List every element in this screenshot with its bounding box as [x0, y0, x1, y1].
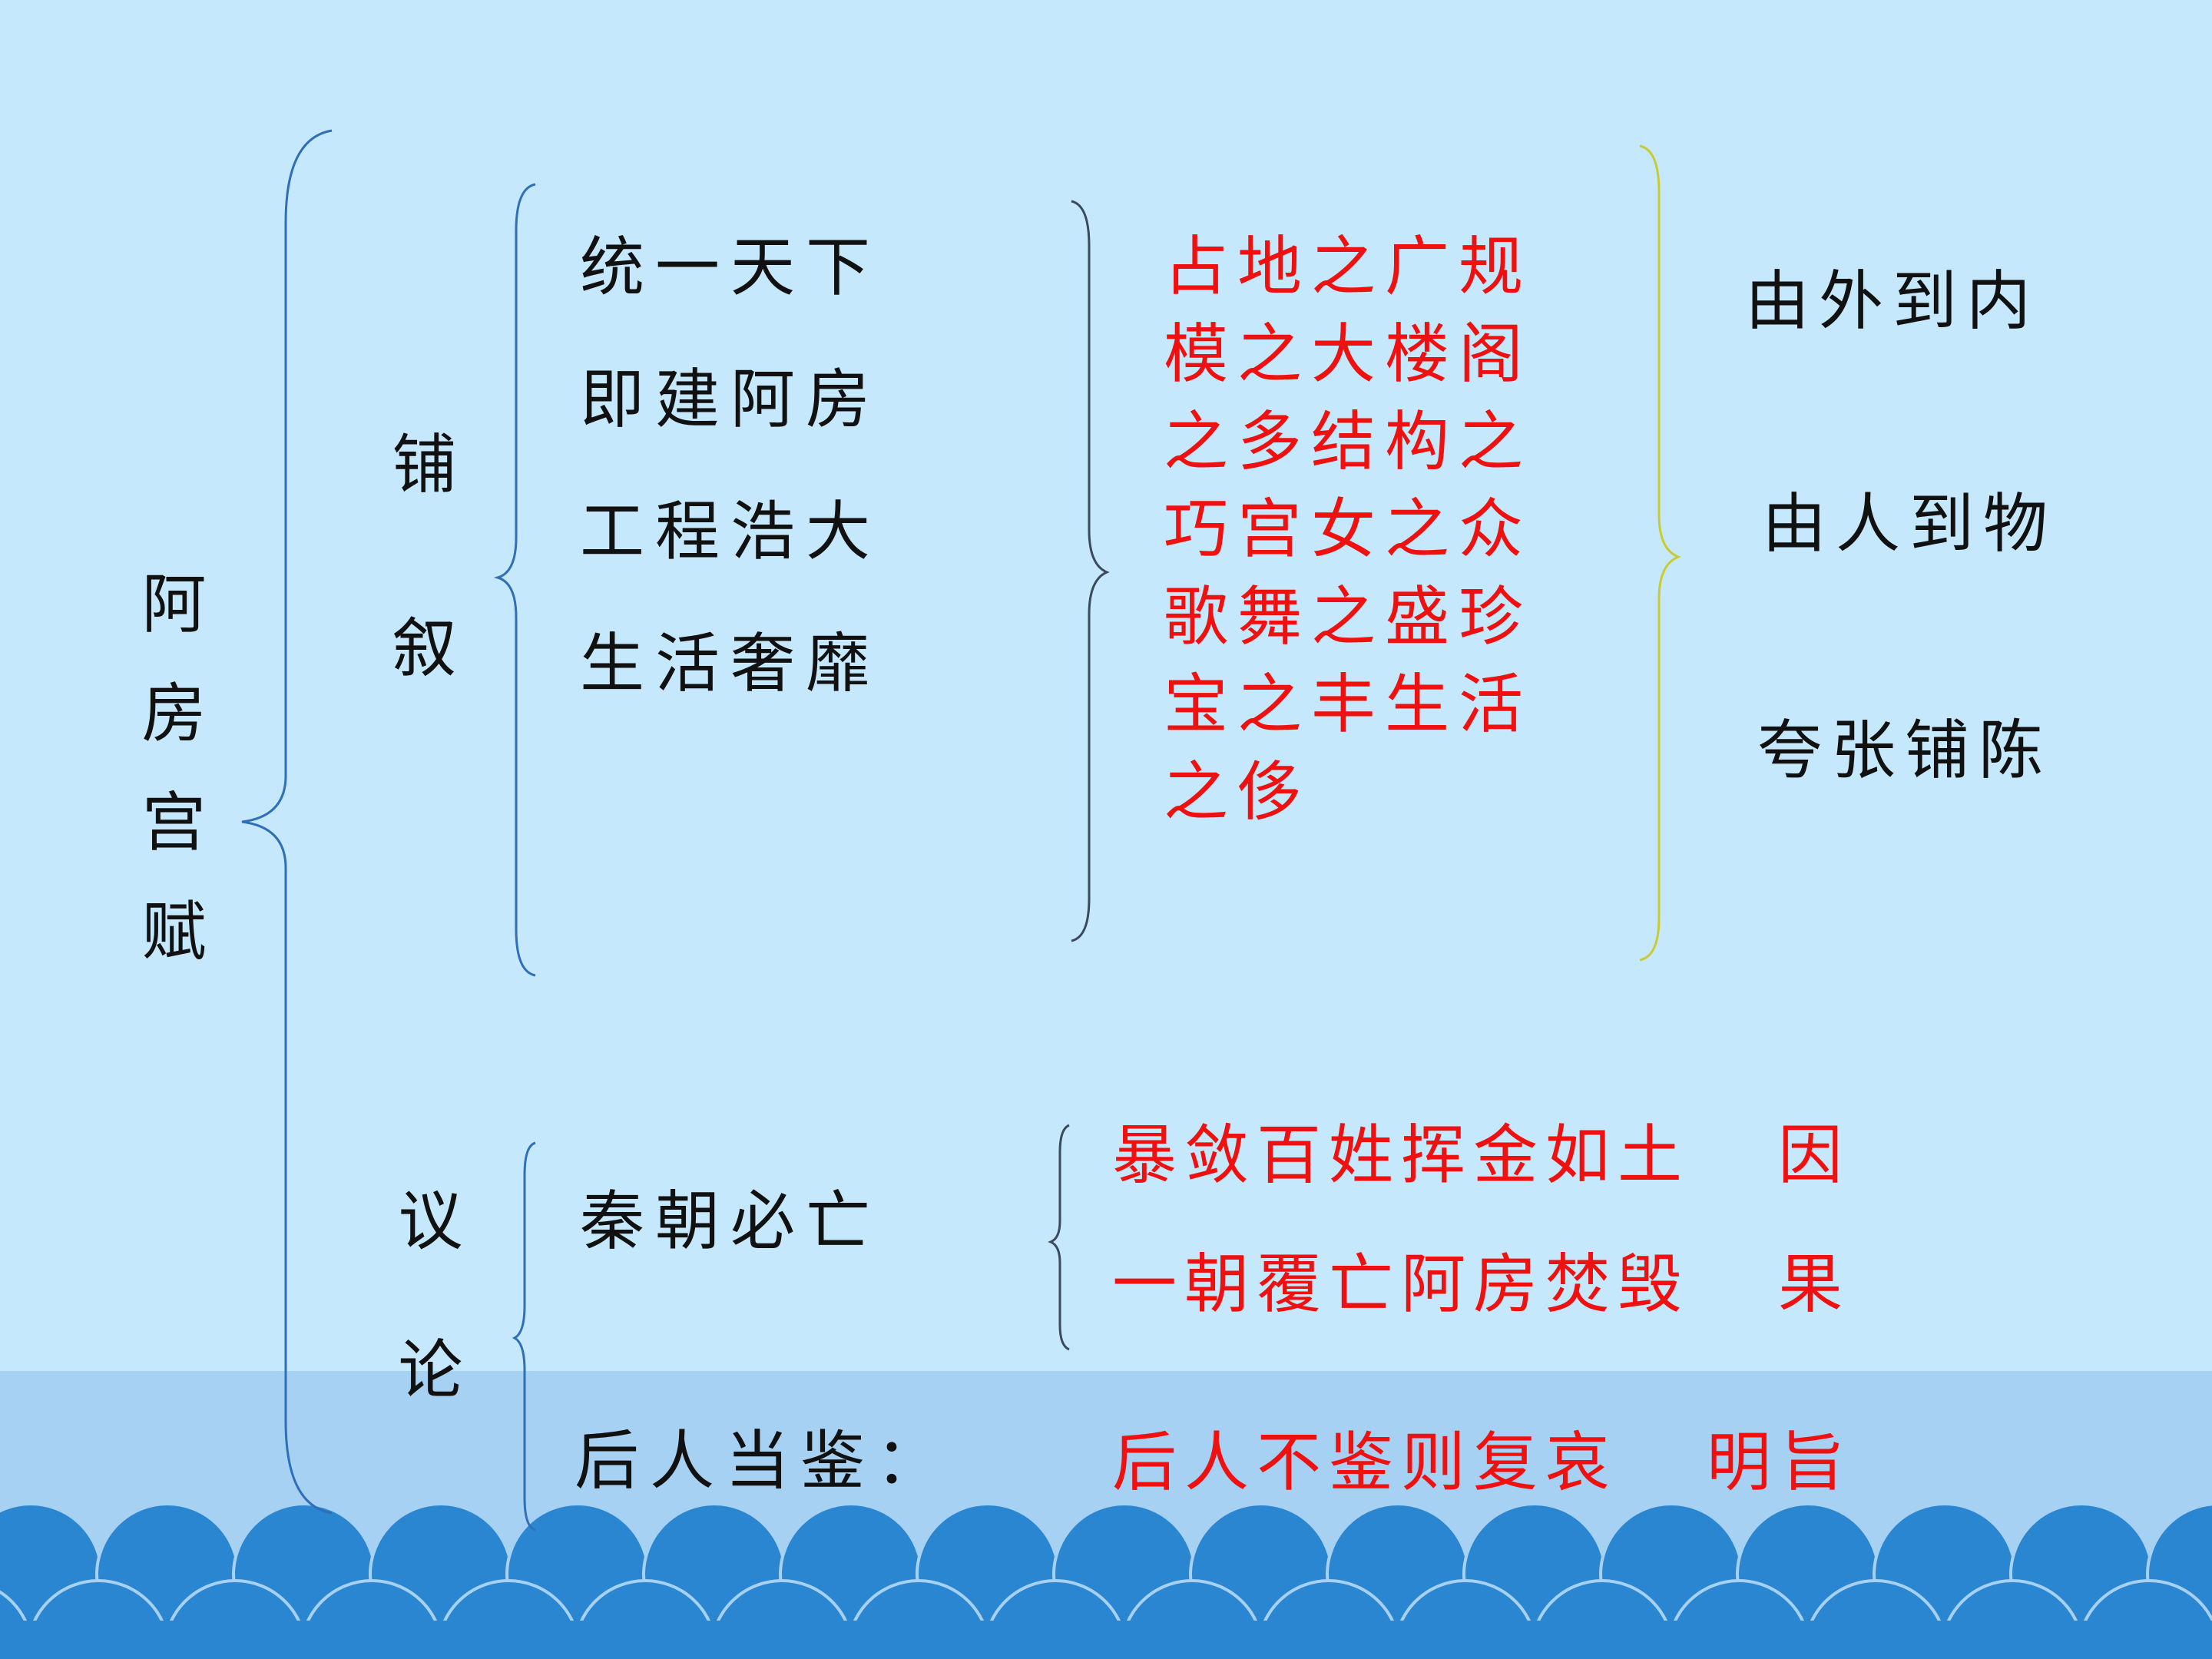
argument-qin-fall: 秦朝必亡 — [580, 1184, 882, 1259]
title: 阿房宫赋 — [131, 570, 207, 1006]
narration-point: 即建阿房 — [580, 362, 882, 437]
narration-point: 生活奢靡 — [580, 626, 882, 701]
order-bracket — [1639, 144, 1682, 962]
theme-tag: 明旨 — [1707, 1425, 1855, 1500]
effect-text: 一朝覆亡阿房焚毁 — [1112, 1247, 1690, 1322]
cause-text: 暴敛百姓挥金如土 — [1112, 1118, 1690, 1193]
cause-effect-bracket — [1048, 1124, 1070, 1351]
narration-points: 统一天下 即建阿房 工程浩大 生活奢靡 — [580, 201, 881, 730]
wave-decoration — [0, 1502, 2212, 1659]
branch-argument: 议论 — [388, 1187, 463, 1485]
order-note: 夸张铺陈 — [1757, 713, 2053, 788]
narration-bracket — [493, 183, 536, 977]
argument-lesson: 后人当鉴： — [575, 1423, 952, 1498]
narration-detail: 占地之广规模之大楼阁之多结构之巧宫女之众歌舞之盛珍宝之丰生活之侈 — [1164, 229, 1533, 830]
narration-point: 工程浩大 — [580, 494, 882, 569]
cause-tag: 因 — [1778, 1118, 1843, 1193]
order-note: 由外到内 — [1745, 263, 2041, 339]
branch-narration: 铺叙 — [382, 430, 457, 797]
effect-tag: 果 — [1778, 1247, 1843, 1322]
wave-base — [0, 1621, 2212, 1659]
main-bracket — [241, 129, 333, 1515]
detail-bracket — [1071, 200, 1110, 942]
theme-text: 后人不鉴则复哀 — [1112, 1425, 1618, 1500]
order-note: 由人到物 — [1762, 486, 2058, 561]
narration-point: 统一天下 — [580, 230, 882, 305]
argument-bracket — [512, 1141, 536, 1532]
